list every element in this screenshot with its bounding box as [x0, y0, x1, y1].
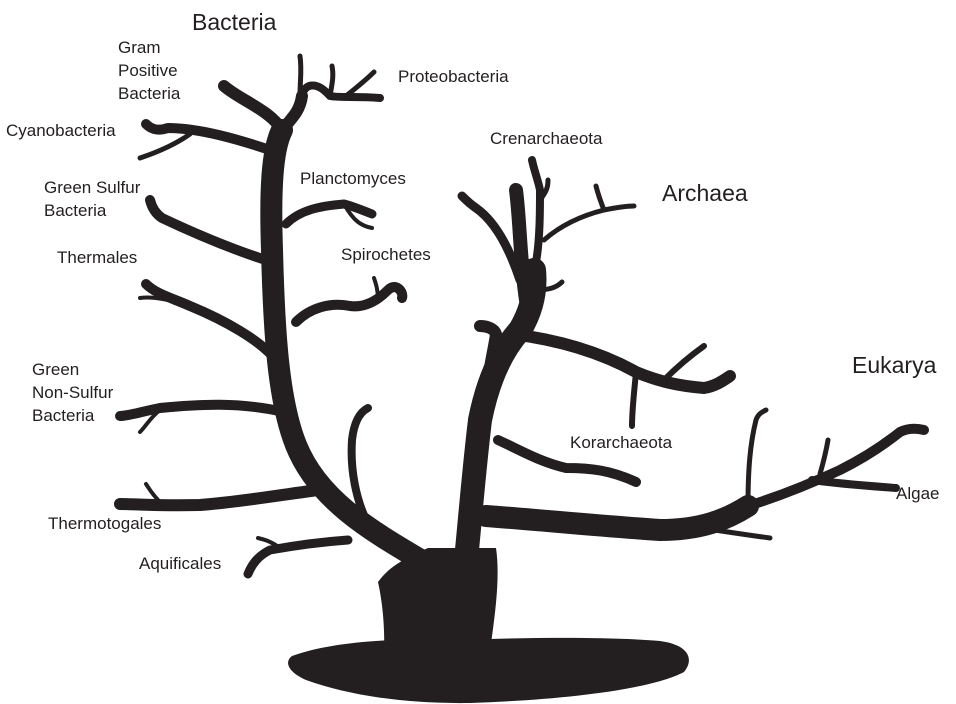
aquificales-branch	[248, 540, 348, 574]
domain-label-eukarya: Eukarya	[852, 351, 936, 379]
label-line: Bacteria	[118, 82, 180, 105]
label-line: Green Sulfur	[44, 176, 140, 199]
label-thermotogales: Thermotogales	[48, 512, 161, 535]
label-line: Green	[32, 358, 113, 381]
proteobacteria-twigs	[300, 56, 374, 96]
spirochetes-branch	[296, 287, 402, 322]
proteobacteria-branch	[302, 85, 380, 98]
trunk	[378, 548, 498, 652]
label-algae: Algae	[896, 482, 939, 505]
label-planctomyces: Planctomyces	[300, 167, 406, 190]
crenarchaeota-twigs	[540, 180, 634, 240]
eukarya-main-branch	[486, 506, 748, 530]
green-non-sulfur-branch	[120, 405, 284, 416]
domain-label-archaea: Archaea	[662, 179, 748, 207]
label-line: Gram	[118, 36, 180, 59]
korarchaea-upper-branch	[512, 334, 730, 388]
label-green-non-sulfur-bacteria: Green Non-Sulfur Bacteria	[32, 358, 113, 427]
label-aquificales: Aquificales	[139, 552, 221, 575]
label-crenarchaeota: Crenarchaeota	[490, 127, 602, 150]
label-thermales: Thermales	[57, 246, 137, 269]
label-spirochetes: Spirochetes	[341, 243, 431, 266]
green-sulfur-branch	[150, 200, 272, 262]
label-green-sulfur-bacteria: Green Sulfur Bacteria	[44, 176, 140, 222]
label-line: Non-Sulfur	[32, 381, 113, 404]
domain-label-bacteria: Bacteria	[192, 8, 276, 36]
thermales-branch	[146, 284, 276, 360]
label-korarchaeota: Korarchaeota	[570, 431, 672, 454]
label-cyanobacteria: Cyanobacteria	[6, 119, 116, 142]
label-proteobacteria: Proteobacteria	[398, 65, 509, 88]
label-gram-positive-bacteria: Gram Positive Bacteria	[118, 36, 180, 105]
eukarya-mid-branch	[812, 480, 896, 488]
crenarchaeota-branch	[532, 160, 540, 262]
label-line: Bacteria	[44, 199, 140, 222]
label-line: Positive	[118, 59, 180, 82]
bacteria-upper-stem	[224, 86, 302, 130]
label-line: Bacteria	[32, 404, 113, 427]
cyanobacteria-twig	[140, 134, 190, 158]
